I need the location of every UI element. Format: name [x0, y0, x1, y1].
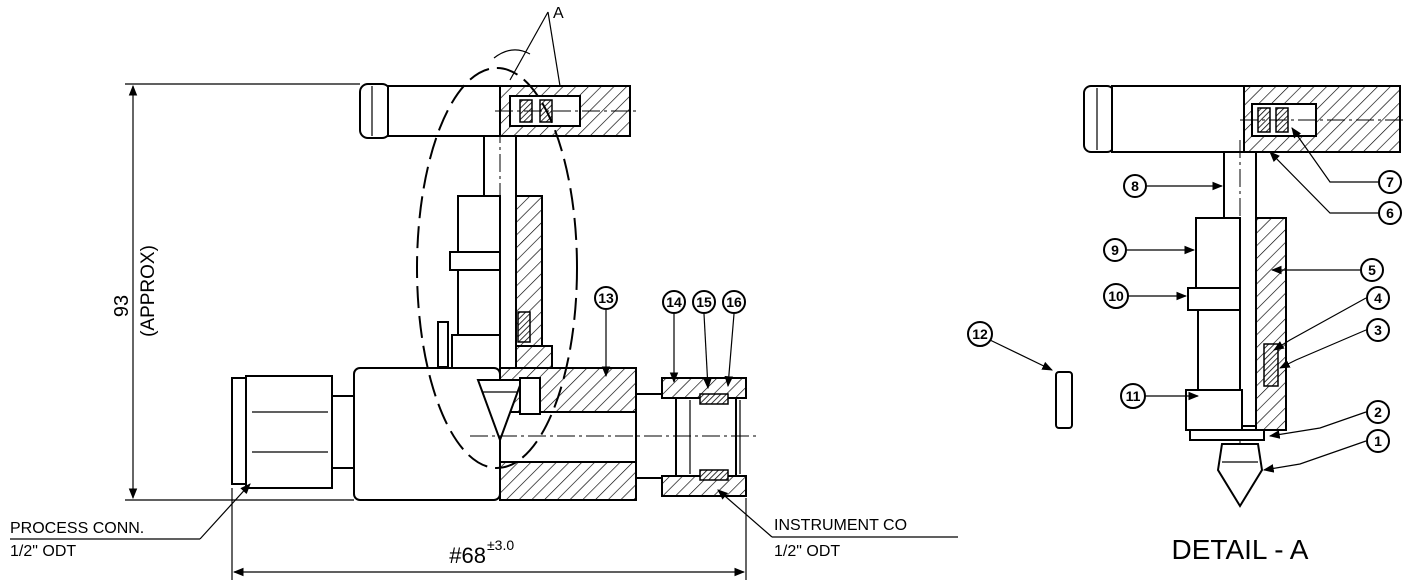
handle	[359, 83, 640, 139]
balloon-2: 2	[1268, 400, 1390, 439]
balloon-16: 16	[722, 290, 746, 388]
detail-title: DETAIL - A	[1172, 534, 1309, 565]
balloon-14: 14	[662, 290, 686, 384]
process-conn-size: 1/2" ODT	[10, 543, 76, 560]
height-dimension-value: 93	[111, 295, 133, 317]
svg-text:6: 6	[1386, 205, 1394, 221]
instrument-conn-label: INSTRUMENT CO	[774, 517, 907, 534]
process-conn-label: PROCESS CONN.	[10, 520, 144, 537]
svg-text:16: 16	[726, 294, 742, 310]
svg-text:1: 1	[1374, 433, 1382, 449]
balloon-15: 15	[692, 290, 716, 390]
detail-ellipse	[416, 67, 578, 469]
detail-view: DETAIL - A 8 9 10 11 12 7 6	[967, 85, 1404, 565]
svg-text:3: 3	[1374, 322, 1382, 338]
balloon-9: 9	[1103, 238, 1196, 262]
section-mark-label: A	[553, 5, 564, 22]
process-fitting	[231, 375, 355, 489]
svg-text:15: 15	[696, 294, 712, 310]
main-view: A 93 (APPROX) #68 ±3.0 PROCESS CONN. 1/2…	[10, 5, 958, 580]
svg-text:11: 11	[1126, 388, 1141, 404]
height-dimension-note: (APPROX)	[138, 245, 159, 337]
pin-part-12	[1055, 371, 1073, 429]
valve-body	[353, 367, 637, 501]
balloon-12: 12	[967, 321, 1053, 371]
width-dimension-value: #68	[449, 543, 486, 568]
svg-text:4: 4	[1374, 290, 1382, 306]
balloon-4: 4	[1273, 286, 1390, 351]
balloon-3: 3	[1279, 318, 1390, 369]
balloon-10: 10	[1103, 283, 1188, 309]
balloon-5: 5	[1270, 258, 1384, 282]
instrument-fitting	[635, 377, 747, 497]
svg-text:10: 10	[1108, 288, 1124, 304]
bonnet	[437, 195, 553, 371]
svg-text:7: 7	[1386, 174, 1394, 190]
balloon-1: 1	[1262, 429, 1390, 473]
svg-text:12: 12	[972, 326, 988, 342]
balloon-7: 7	[1291, 127, 1402, 194]
svg-text:9: 9	[1111, 242, 1119, 258]
balloon-13: 13	[594, 286, 618, 378]
balloon-11: 11	[1120, 383, 1200, 409]
svg-text:14: 14	[666, 294, 682, 310]
instrument-conn-size: 1/2" ODT	[774, 543, 840, 560]
width-dimension-tolerance: ±3.0	[487, 537, 514, 553]
balloon-8: 8	[1123, 174, 1224, 198]
balloon-6: 6	[1269, 151, 1402, 225]
svg-text:5: 5	[1368, 262, 1376, 278]
svg-text:13: 13	[598, 290, 614, 306]
svg-text:8: 8	[1131, 178, 1139, 194]
svg-text:2: 2	[1374, 404, 1382, 420]
